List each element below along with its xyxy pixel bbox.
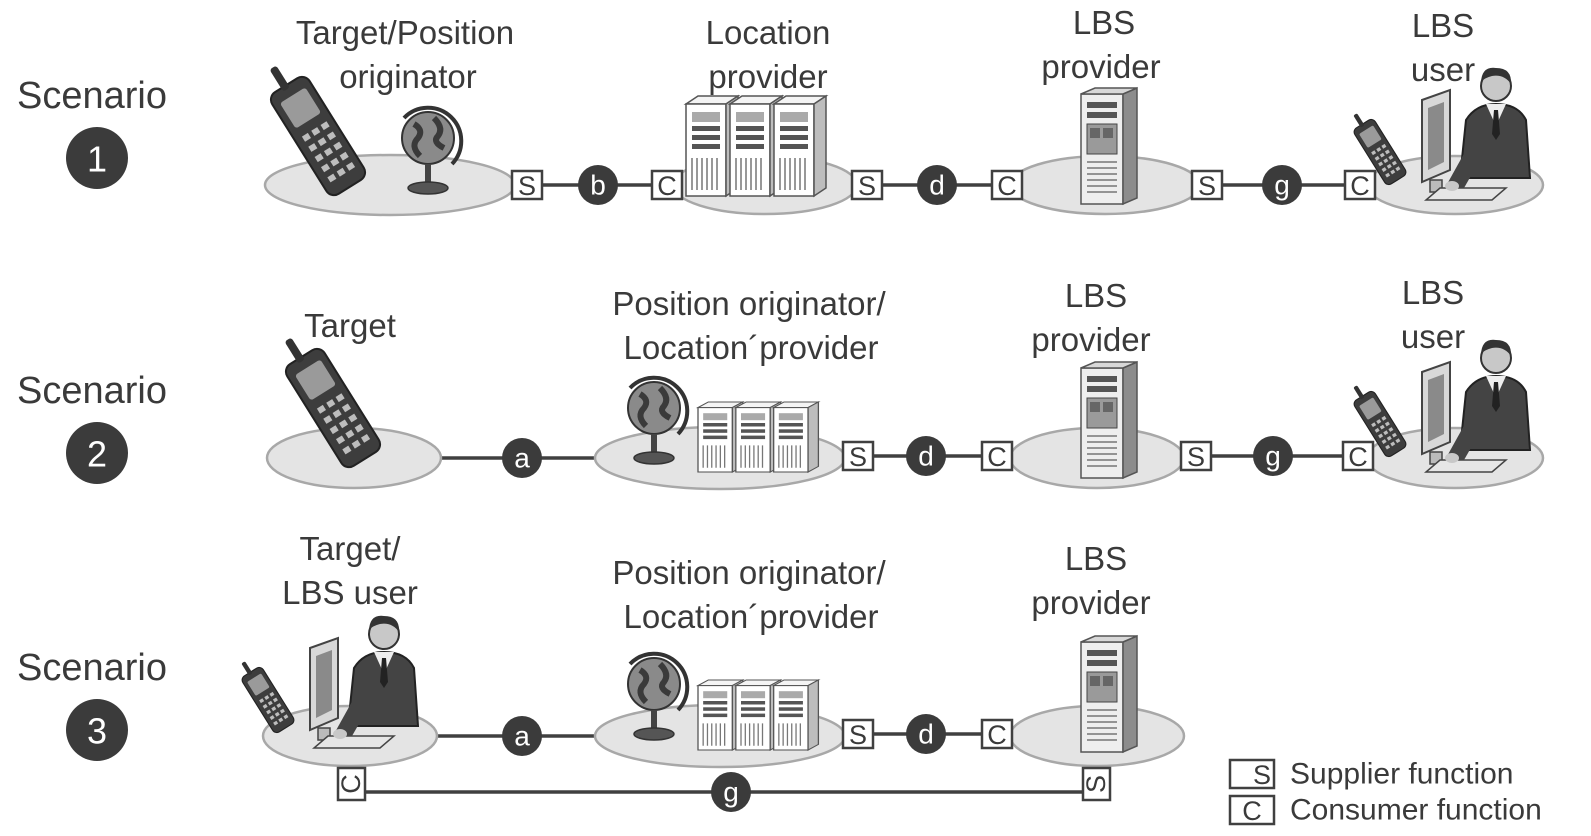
server-rack-icon <box>686 96 826 196</box>
svg-text:C: C <box>1242 796 1262 826</box>
consumer-box: C <box>1348 442 1368 472</box>
role-label-position-originator-location-provider: Position originator/ Location´provider <box>612 554 886 635</box>
server-rack-icon <box>698 402 818 472</box>
scenario-number: 1 <box>87 139 107 180</box>
consumer-box: C <box>1350 171 1370 201</box>
link-node: a <box>514 721 530 752</box>
tower-server-icon <box>1080 87 1138 205</box>
link-a: a <box>502 438 542 478</box>
role-label-lbs-user: LBS user <box>1411 7 1475 88</box>
svg-text:Supplier function: Supplier function <box>1290 758 1513 791</box>
link-node: d <box>929 170 945 201</box>
scenario-title: Scenario <box>17 370 167 412</box>
link-node: b <box>590 170 606 201</box>
role-label-position-originator-location-provider: Position originator/ Location´provider <box>612 285 886 366</box>
server-rack-icon <box>698 680 818 750</box>
svg-text:user: user <box>1401 318 1465 355</box>
role-label-target: Target <box>304 307 396 344</box>
consumer-box: C <box>987 442 1007 472</box>
svg-text:provider: provider <box>1031 584 1150 621</box>
svg-text:Target/Position: Target/Position <box>296 14 514 51</box>
svg-text:Location´provider: Location´provider <box>624 598 879 635</box>
link-d: S d C <box>841 436 1014 476</box>
legend-item-consumer: C Consumer function <box>1228 794 1542 827</box>
legend-item-supplier: S Supplier function <box>1228 758 1513 791</box>
link-node: d <box>918 719 934 750</box>
svg-text:provider: provider <box>1031 321 1150 358</box>
mobile-phone-icon <box>233 654 297 735</box>
role-label-lbs-provider: LBS provider <box>1031 277 1150 358</box>
scenario-2-label: Scenario 2 <box>17 370 167 484</box>
link-g: S g C <box>1179 436 1375 476</box>
scenario-title: Scenario <box>17 75 167 117</box>
supplier-box: S <box>849 442 867 472</box>
scenario-2-row: a S d C S g C Target Position originator… <box>265 274 1545 491</box>
supplier-box: S <box>1187 442 1205 472</box>
scenario-number: 2 <box>87 434 107 475</box>
supplier-box: S <box>858 171 876 201</box>
link-a: a <box>502 716 542 756</box>
supplier-box: S <box>518 171 536 201</box>
consumer-box: C <box>997 171 1017 201</box>
svg-text:Location: Location <box>706 14 831 51</box>
svg-text:provider: provider <box>1041 48 1160 85</box>
role-label-target-lbs-user: Target/ LBS user <box>282 530 418 611</box>
svg-text:LBS: LBS <box>1065 277 1127 314</box>
link-b: S b C <box>510 165 684 205</box>
link-node: g <box>1274 170 1290 201</box>
role-label-lbs-provider: LBS provider <box>1031 540 1150 621</box>
svg-text:Position originator/: Position originator/ <box>612 554 886 591</box>
svg-text:Location´provider: Location´provider <box>624 329 879 366</box>
svg-text:LBS: LBS <box>1065 540 1127 577</box>
svg-text:LBS: LBS <box>1412 7 1474 44</box>
scenario-3-label: Scenario 3 <box>17 647 167 761</box>
scenario-1-label: Scenario 1 <box>17 75 167 189</box>
svg-text:S: S <box>1253 760 1271 790</box>
link-node: g <box>723 777 739 808</box>
role-label-lbs-user: LBS user <box>1401 274 1465 355</box>
svg-text:Target/: Target/ <box>300 530 402 567</box>
svg-text:provider: provider <box>708 58 827 95</box>
tower-server-icon <box>1080 635 1138 753</box>
consumer-box: C <box>336 774 366 794</box>
svg-text:user: user <box>1411 51 1475 88</box>
tower-server-icon <box>1080 361 1138 479</box>
svg-text:Consumer function: Consumer function <box>1290 794 1542 827</box>
svg-text:originator: originator <box>339 58 477 95</box>
scenario-1-row: S b C S d C S g C Target/Position origin… <box>254 4 1545 217</box>
link-node: g <box>1265 441 1281 472</box>
role-label-target-position-originator: Target/Position originator <box>296 14 514 95</box>
svg-text:LBS user: LBS user <box>282 574 418 611</box>
link-node: d <box>918 441 934 472</box>
svg-text:Target: Target <box>304 307 396 344</box>
svg-text:Position originator/: Position originator/ <box>612 285 886 322</box>
supplier-box: S <box>849 720 867 750</box>
supplier-box: S <box>1081 775 1111 793</box>
supplier-box: S <box>1198 171 1216 201</box>
link-node: a <box>514 443 530 474</box>
svg-text:LBS: LBS <box>1073 4 1135 41</box>
role-label-lbs-provider: LBS provider <box>1041 4 1160 85</box>
link-d: S d C <box>850 165 1024 205</box>
link-g: S g C <box>1190 165 1377 205</box>
svg-text:LBS: LBS <box>1402 274 1464 311</box>
scenario-number: 3 <box>87 711 107 752</box>
scenario-title: Scenario <box>17 647 167 689</box>
link-g: C g S <box>336 766 1112 812</box>
role-label-location-provider: Location provider <box>706 14 831 95</box>
scenario-3-row: a S d C C g S Target/ LBS user Position … <box>233 530 1186 812</box>
legend: S Supplier function C Consumer function <box>1228 758 1542 827</box>
consumer-box: C <box>987 720 1007 750</box>
consumer-box: C <box>657 171 677 201</box>
link-d: S d C <box>841 714 1014 754</box>
